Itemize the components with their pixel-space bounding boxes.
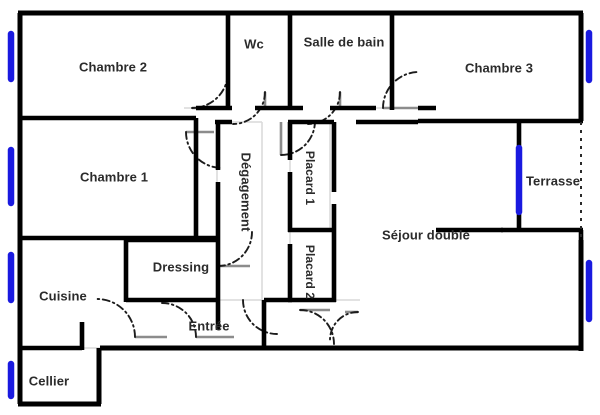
windows [7, 29, 593, 400]
door-swing-arcs [96, 71, 420, 345]
walls [17, 10, 584, 407]
